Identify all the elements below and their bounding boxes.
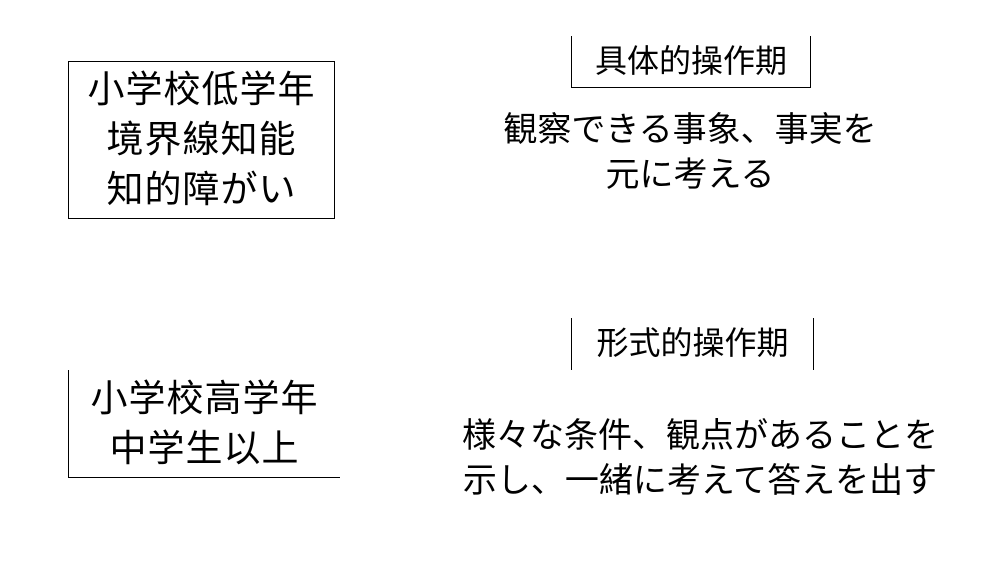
target-group-line: 境界線知能 <box>106 118 297 161</box>
target-group-line: 中学生以上 <box>109 426 300 470</box>
stage-label-formal: 形式的操作期 <box>571 318 814 370</box>
target-group-upper-grades-box: 小学校高学年 中学生以上 <box>68 370 340 478</box>
description-line: 観察できる事象、事実を <box>503 110 877 150</box>
description-line: 様々な条件、観点があることを <box>462 416 938 456</box>
description-line: 示し、一緒に考えて答えを出す <box>462 461 938 501</box>
description-line: 元に考える <box>605 155 775 195</box>
stage-description-formal: 様々な条件、観点があることを 示し、一緒に考えて答えを出す <box>440 414 960 504</box>
stage-description-concrete: 観察できる事象、事実を 元に考える <box>480 108 900 198</box>
target-group-lower-grades-box: 小学校低学年 境界線知能 知的障がい <box>68 61 335 219</box>
stage-label-concrete: 具体的操作期 <box>571 36 811 88</box>
target-group-line: 知的障がい <box>106 168 297 211</box>
target-group-line: 小学校低学年 <box>87 68 316 111</box>
target-group-line: 小学校高学年 <box>90 376 319 420</box>
